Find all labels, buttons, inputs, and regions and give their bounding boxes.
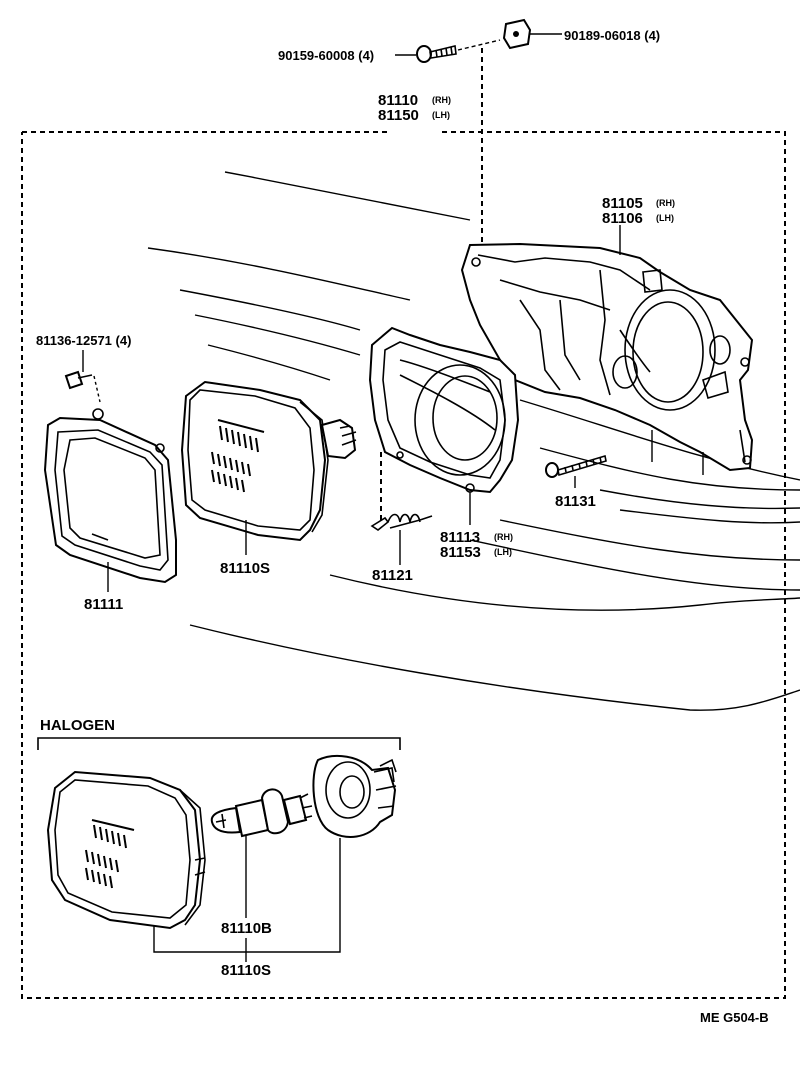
body-contour-lines — [147, 171, 800, 711]
label-81110B: 81110B — [221, 920, 272, 937]
halogen-lens-grille — [85, 819, 135, 889]
sealed-beam-81110S — [180, 380, 357, 555]
label-81121: 81121 — [372, 567, 413, 584]
assembly-border — [21, 131, 786, 999]
label-81106-side: (LH) — [656, 213, 674, 223]
label-81110S-top: 81110S — [220, 560, 270, 577]
clip-nut-90189 — [502, 18, 562, 50]
mounting-ring-81113 — [368, 326, 520, 525]
diagram-code: ME G504-B — [700, 1010, 769, 1025]
halogen-bulb-81110B — [210, 788, 313, 838]
halogen-socket — [312, 754, 397, 838]
label-81113-side: (RH) — [494, 532, 513, 542]
label-81110-side: (RH) — [432, 95, 451, 105]
part-labels: 90159-60008 (4) 90189-06018 (4) 81110 (R… — [36, 28, 769, 1025]
label-81105-side: (RH) — [656, 198, 675, 208]
label-81153: 81153 — [440, 544, 481, 561]
headlamp-bracket-81105 — [460, 225, 754, 475]
screw-81131 — [545, 454, 607, 488]
headlamp-rim-81111 — [43, 408, 177, 592]
label-81113: 81113 — [440, 529, 480, 546]
label-81110S-bottom: 81110S — [221, 962, 271, 979]
lens-grille-pattern — [211, 419, 265, 493]
label-81150-side: (LH) — [432, 110, 450, 120]
label-81106: 81106 — [602, 210, 643, 227]
label-81110: 81110 — [378, 92, 418, 109]
label-81111: 81111 — [84, 596, 123, 613]
halogen-leaders — [153, 836, 341, 962]
label-81131: 81131 — [555, 493, 596, 510]
label-90159: 90159-60008 (4) — [278, 48, 374, 63]
label-81105: 81105 — [602, 195, 643, 212]
label-81136: 81136-12571 (4) — [36, 333, 131, 348]
label-90189: 90189-06018 (4) — [564, 28, 660, 43]
screw-90159 — [395, 39, 501, 63]
label-81153-side: (LH) — [494, 547, 512, 557]
label-81150: 81150 — [378, 107, 419, 124]
label-halogen: HALOGEN — [40, 717, 115, 734]
halogen-lamp-unit — [46, 770, 206, 930]
halogen-bracket — [37, 737, 401, 750]
screw-81136 — [64, 350, 101, 403]
adjust-spring-81121 — [370, 452, 433, 565]
